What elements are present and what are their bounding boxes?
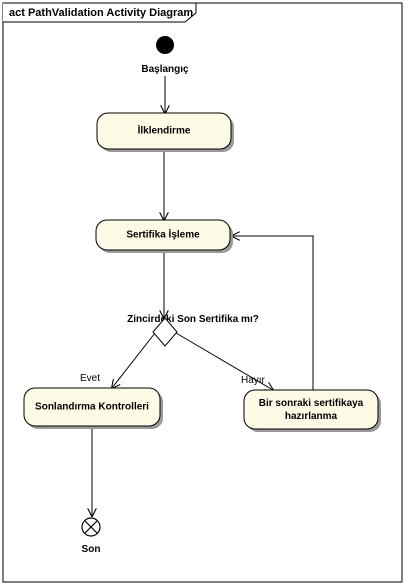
action-init-label: İlklendirme	[138, 124, 191, 137]
frame-title: act PathValidation Activity Diagram	[9, 7, 193, 19]
action-finalize-label: Sonlandırma Kontrolleri	[35, 402, 149, 413]
decision-node[interactable]	[152, 317, 178, 347]
action-prepare-label-line1: Bir sonraki sertifikaya	[259, 398, 364, 409]
action-process[interactable]: Sertifika İşleme	[95, 219, 233, 253]
edge-prepare-to-process	[232, 236, 314, 391]
action-process-label: Sertifika İşleme	[126, 228, 200, 241]
initial-node-label: Başlangıç	[141, 64, 189, 75]
guard-no: Hayır	[241, 375, 266, 386]
initial-node[interactable]	[156, 36, 174, 54]
guard-yes: Evet	[80, 373, 100, 384]
decision-label: Zincirdeki Son Sertifika mı?	[127, 314, 259, 325]
action-init[interactable]: İlklendirme	[96, 112, 234, 152]
frame-title-tab	[3, 2, 197, 23]
final-node[interactable]	[81, 517, 101, 537]
edge-decision-to-finalize	[112, 332, 156, 388]
edge-decision-to-prepare	[175, 332, 273, 390]
action-prepare[interactable]: Bir sonraki sertifikaya hazırlanma	[243, 389, 381, 432]
final-node-label: Son	[82, 544, 101, 555]
action-finalize[interactable]: Sonlandırma Kontrolleri	[23, 387, 163, 429]
action-prepare-label-line2: hazırlanma	[285, 411, 338, 422]
